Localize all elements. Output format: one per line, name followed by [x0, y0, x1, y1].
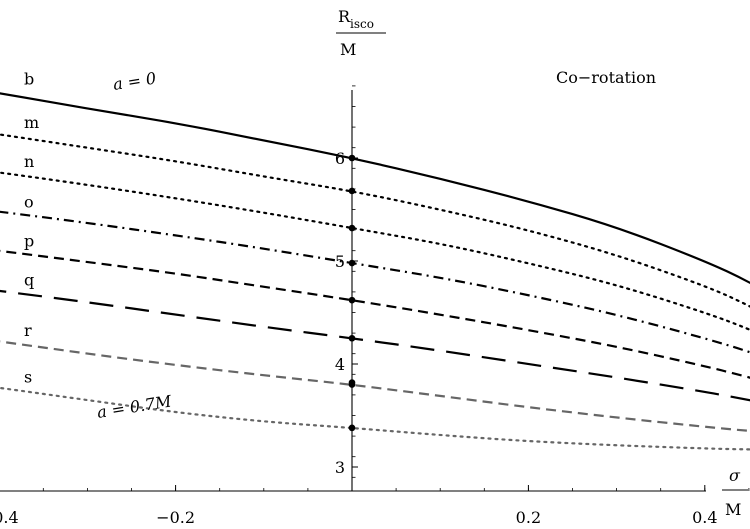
curve-label-o: o	[24, 192, 34, 211]
series-line-r	[0, 340, 750, 432]
curve-labels-group: b m n o p q r s	[24, 70, 39, 387]
series-line-s	[0, 386, 750, 451]
x-tick-label-1: −0.2	[156, 508, 195, 527]
y-tick-label-1: 4	[335, 355, 345, 374]
x-tick-label-0: −0.4	[0, 508, 19, 527]
markers-group	[348, 154, 356, 432]
series-line-q	[0, 289, 750, 402]
x-axis-label-numerator: σ	[729, 466, 741, 485]
y-axis-label-denominator: M	[340, 40, 356, 59]
series-line-p	[0, 249, 750, 379]
labels-group: R isco M σ M Co−rotation a = 0 a = 0.7M	[96, 7, 748, 519]
chart-title: Co−rotation	[556, 68, 656, 87]
axis-marker-5	[348, 334, 356, 342]
curve-label-r: r	[24, 321, 32, 340]
series-line-n	[0, 171, 750, 332]
series-line-b	[0, 92, 750, 285]
x-tick-label-3: 0.4	[692, 508, 717, 527]
x-tick-label-2: 0.2	[516, 508, 541, 527]
y-tick-label-3: 6	[335, 149, 345, 168]
axis-marker-0	[348, 154, 356, 162]
curve-label-b: b	[24, 70, 34, 89]
axis-marker-7	[348, 424, 356, 432]
axis-marker-8	[348, 379, 356, 386]
curve-label-p: p	[24, 231, 34, 250]
x-axis-label-denominator: M	[725, 500, 741, 519]
annotation-a-0-7m: a = 0.7M	[96, 391, 174, 422]
y-axis-label-main: R	[338, 7, 351, 26]
series-line-m	[0, 133, 750, 308]
annotation-a-zero: a = 0	[112, 68, 158, 94]
curve-label-m: m	[24, 113, 39, 132]
series-group	[0, 92, 750, 451]
axis-marker-3	[348, 259, 356, 267]
y-axis-label-sub: isco	[350, 17, 374, 31]
series-line-o	[0, 210, 750, 354]
curve-label-q: q	[24, 271, 34, 290]
y-tick-label-0: 3	[335, 458, 345, 477]
curve-label-s: s	[24, 367, 32, 386]
axis-marker-4	[348, 296, 356, 304]
curve-label-n: n	[24, 152, 34, 171]
axis-marker-1	[348, 187, 356, 195]
axis-marker-2	[348, 224, 356, 232]
